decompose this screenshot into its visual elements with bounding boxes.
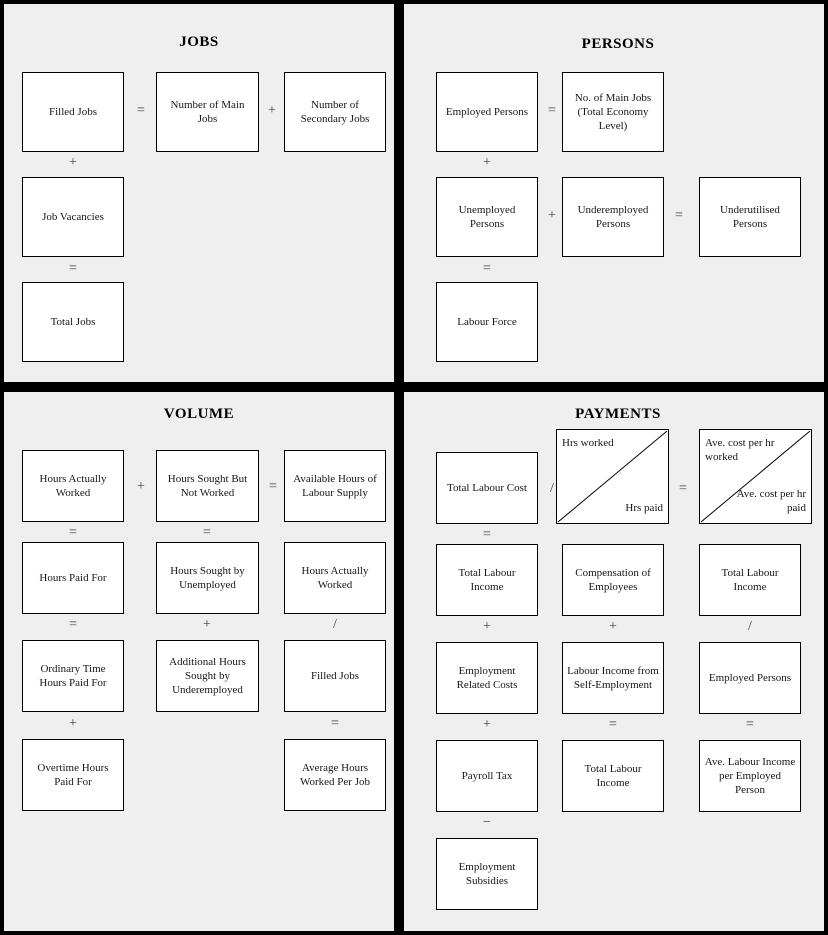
operator-plus-coe-lise: + (609, 619, 617, 634)
operator-equals-avecost: = (679, 481, 687, 496)
box-hours-actually-worked-2[interactable]: Hours Actually Worked (284, 542, 386, 614)
operator-plus-filled-vacancies: + (69, 155, 77, 170)
box-ordinary-time-hours-paid-for[interactable]: Ordinary Time Hours Paid For (22, 640, 124, 712)
operator-equals-hpf-ordinary: = (69, 617, 77, 632)
box-total-labour-income-2[interactable]: Total Labour Income (699, 544, 801, 616)
quadrant-title-persons: PERSONS (581, 36, 655, 52)
quadrant-title-payments: PAYMENTS (575, 406, 661, 422)
box-total-labour-income-3[interactable]: Total Labour Income (562, 740, 664, 812)
box-hrs-worked-hrs-paid[interactable]: Hrs worked Hrs paid (556, 429, 669, 524)
operator-equals-underutilised: = (675, 208, 683, 223)
box-labour-force[interactable]: Labour Force (436, 282, 538, 362)
operator-equals-employed-mainjobs: = (548, 103, 556, 118)
operator-equals-filled-main: = (137, 103, 145, 118)
operator-equals-persons-ave: = (746, 717, 754, 732)
operator-equals-hsbnw-hsu: = (203, 525, 211, 540)
box-employment-related-costs[interactable]: Employment Related Costs (436, 642, 538, 714)
box-employment-subsidies[interactable]: Employment Subsidies (436, 838, 538, 910)
box-labour-income-self-employment[interactable]: Labour Income from Self-Employment (562, 642, 664, 714)
quadrant-jobs: JOBS Filled Jobs = Number of Main Jobs +… (4, 4, 394, 382)
box-unemployed-persons[interactable]: Unemployed Persons (436, 177, 538, 257)
box-compensation-of-employees[interactable]: Compensation of Employees (562, 544, 664, 616)
operator-equals-lise-tli: = (609, 717, 617, 732)
box-hours-paid-for[interactable]: Hours Paid For (22, 542, 124, 614)
box-overtime-hours-paid-for[interactable]: Overtime Hours Paid For (22, 739, 124, 811)
box-filled-jobs-2[interactable]: Filled Jobs (284, 640, 386, 712)
operator-minus-payroll-subsidies: − (483, 815, 491, 830)
operator-equals-haw-hpf: = (69, 525, 77, 540)
box-hours-sought-but-not-worked[interactable]: Hours Sought But Not Worked (156, 450, 259, 522)
box-number-of-secondary-jobs[interactable]: Number of Secondary Jobs (284, 72, 386, 152)
box-underemployed-persons[interactable]: Underemployed Persons (562, 177, 664, 257)
quadrant-persons: PERSONS Employed Persons = No. of Main J… (404, 4, 824, 382)
operator-plus-erc-payroll: + (483, 717, 491, 732)
operator-divide-haw-filledjobs: / (333, 617, 337, 632)
operator-plus-ordinary-overtime: + (69, 716, 77, 731)
operator-equals-tlc-tli: = (483, 527, 491, 542)
box-payroll-tax[interactable]: Payroll Tax (436, 740, 538, 812)
box-ave-labour-income-per-person[interactable]: Ave. Labour Income per Employed Person (699, 740, 801, 812)
box-employed-persons[interactable]: Employed Persons (436, 72, 538, 152)
quadrant-payments: PAYMENTS Total Labour Cost / Hrs worked … (404, 392, 824, 931)
split-label-top: Ave. cost per hr worked (705, 437, 775, 464)
box-job-vacancies[interactable]: Job Vacancies (22, 177, 124, 257)
quadrant-volume: VOLUME Hours Actually Worked + Hours Sou… (4, 392, 394, 931)
operator-plus-main-secondary: + (268, 103, 276, 118)
box-average-hours-worked-per-job[interactable]: Average Hours Worked Per Job (284, 739, 386, 811)
split-label-top: Hrs worked (562, 437, 614, 449)
box-no-of-main-jobs-total[interactable]: No. of Main Jobs (Total Economy Level) (562, 72, 664, 152)
box-employed-persons-2[interactable]: Employed Persons (699, 642, 801, 714)
split-label-bottom: Ave. cost per hr paid (736, 487, 806, 514)
split-label-bottom: Hrs paid (625, 501, 663, 514)
box-available-hours-labour-supply[interactable]: Available Hours of Labour Supply (284, 450, 386, 522)
operator-plus-haw-hsbnw: + (137, 479, 145, 494)
operator-equals-total-jobs: = (69, 261, 77, 276)
box-ave-cost-per-hr[interactable]: Ave. cost per hr worked Ave. cost per hr… (699, 429, 812, 524)
operator-equals-available-hours: = (269, 479, 277, 494)
box-total-labour-cost[interactable]: Total Labour Cost (436, 452, 538, 524)
operator-plus-tli-erc: + (483, 619, 491, 634)
box-filled-jobs[interactable]: Filled Jobs (22, 72, 124, 152)
quadrant-title-volume: VOLUME (163, 406, 235, 422)
box-underutilised-persons[interactable]: Underutilised Persons (699, 177, 801, 257)
box-total-labour-income[interactable]: Total Labour Income (436, 544, 538, 616)
quadrant-title-jobs: JOBS (179, 34, 219, 50)
vertical-divider (394, 4, 404, 931)
box-number-of-main-jobs[interactable]: Number of Main Jobs (156, 72, 259, 152)
operator-plus-hsu-additional: + (203, 617, 211, 632)
operator-equals-labour-force: = (483, 261, 491, 276)
box-hours-actually-worked[interactable]: Hours Actually Worked (22, 450, 124, 522)
operator-divide-tli-persons: / (748, 619, 752, 634)
operator-plus-unemp-underemp: + (548, 208, 556, 223)
horizontal-divider (4, 382, 824, 392)
operator-divide-tlc-hrs: / (550, 481, 554, 496)
operator-plus-employed-unemployed: + (483, 155, 491, 170)
box-additional-hours-sought[interactable]: Additional Hours Sought by Underemployed (156, 640, 259, 712)
operator-equals-average-hours: = (331, 716, 339, 731)
box-hours-sought-by-unemployed[interactable]: Hours Sought by Unemployed (156, 542, 259, 614)
box-total-jobs[interactable]: Total Jobs (22, 282, 124, 362)
